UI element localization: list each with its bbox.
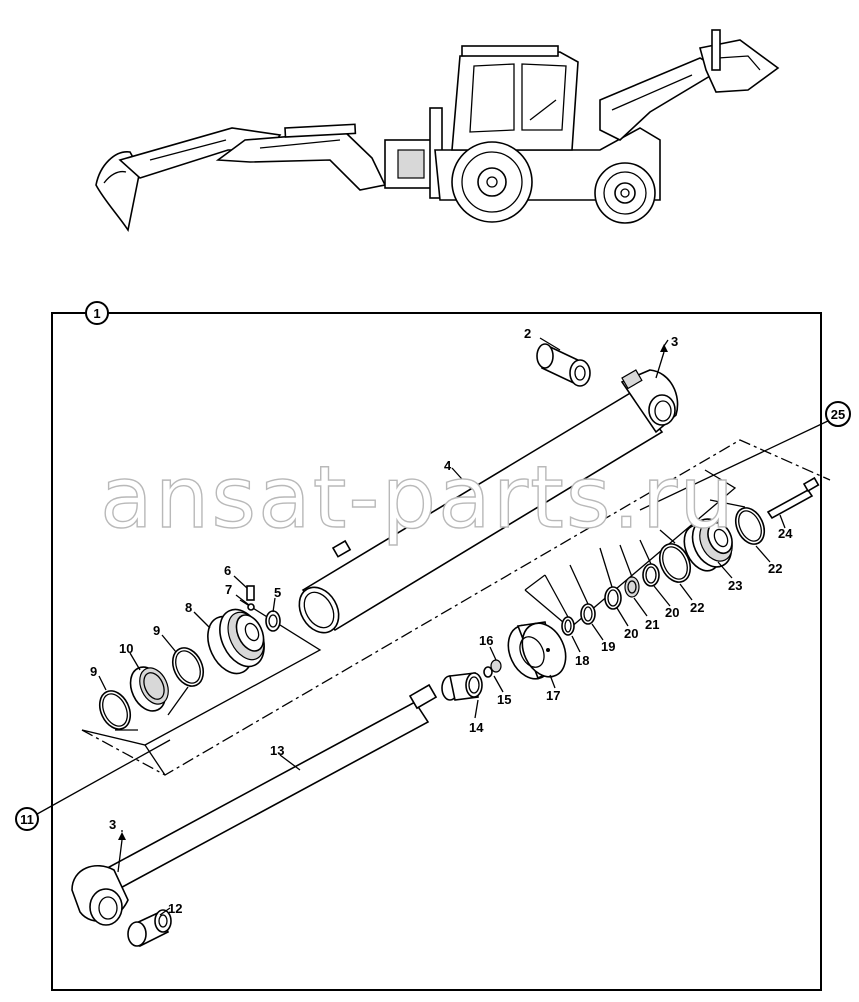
part-labels: 2 3 4 5 6 7 8 9 10 9 13 3 12 14 15 16 17… bbox=[90, 326, 793, 916]
piston-rod bbox=[71, 683, 438, 926]
part-ring-20-a bbox=[604, 586, 622, 610]
part-screw-6 bbox=[246, 585, 255, 601]
label-18: 18 bbox=[575, 653, 589, 668]
part-wear-ring-10 bbox=[129, 666, 169, 712]
leader-lines bbox=[98, 337, 786, 916]
backhoe-loader-illustration bbox=[95, 29, 780, 233]
label-9-b: 9 bbox=[90, 664, 97, 679]
part-o-ring-5 bbox=[265, 610, 281, 632]
label-8: 8 bbox=[185, 600, 192, 615]
part-gland-head-17 bbox=[507, 621, 567, 680]
label-14: 14 bbox=[469, 720, 484, 735]
part-seal-16 bbox=[490, 659, 502, 673]
callout-kit-b: 25 bbox=[825, 401, 851, 427]
part-spacer-14 bbox=[441, 672, 483, 701]
leader-kit-a bbox=[29, 739, 171, 819]
label-10: 10 bbox=[119, 641, 133, 656]
assembly-frame bbox=[51, 312, 822, 991]
label-15: 15 bbox=[497, 692, 511, 707]
part-ring-21 bbox=[624, 576, 640, 598]
callout-assembly-text: 1 bbox=[93, 306, 100, 321]
cylinder-barrel bbox=[298, 369, 679, 634]
callout-assembly: 1 bbox=[85, 301, 109, 325]
label-12: 12 bbox=[168, 901, 182, 916]
label-23: 23 bbox=[728, 578, 742, 593]
kit-bracket-right bbox=[524, 469, 737, 629]
callout-kit-a: 11 bbox=[15, 807, 39, 831]
label-22-a: 22 bbox=[690, 600, 704, 615]
part-ball-7 bbox=[247, 603, 255, 611]
label-19: 19 bbox=[601, 639, 615, 654]
label-7: 7 bbox=[225, 582, 232, 597]
label-20-b: 20 bbox=[665, 605, 679, 620]
label-2: 2 bbox=[524, 326, 531, 341]
part-ring-9-a bbox=[171, 647, 205, 687]
part-bushing-12 bbox=[127, 909, 172, 948]
label-5: 5 bbox=[274, 585, 281, 600]
label-6: 6 bbox=[224, 563, 231, 578]
leader-kit-b bbox=[639, 419, 831, 511]
label-22-b: 22 bbox=[768, 561, 782, 576]
label-9-a: 9 bbox=[153, 623, 160, 638]
part-piston-8 bbox=[207, 608, 265, 675]
kit-outline-dashed bbox=[81, 439, 831, 776]
part-ring-18 bbox=[561, 616, 575, 636]
label-20-a: 20 bbox=[624, 626, 638, 641]
watermark-text: ansat-parts.ru bbox=[100, 448, 736, 548]
part-ring-19 bbox=[580, 603, 596, 625]
callout-kit-a-text: 11 bbox=[20, 812, 34, 827]
label-17: 17 bbox=[546, 688, 560, 703]
label-13: 13 bbox=[270, 743, 284, 758]
grease-nipple-top bbox=[660, 344, 668, 352]
label-4: 4 bbox=[444, 458, 452, 473]
label-3-bottom: 3 bbox=[109, 817, 116, 832]
part-nut-15 bbox=[483, 666, 493, 678]
part-ring-22-a bbox=[658, 543, 692, 583]
label-21: 21 bbox=[645, 617, 659, 632]
callout-kit-b-text: 25 bbox=[831, 407, 845, 422]
part-ring-22-b bbox=[734, 507, 766, 545]
part-ring-20-b bbox=[642, 563, 660, 587]
label-24: 24 bbox=[778, 526, 793, 541]
label-16: 16 bbox=[479, 633, 493, 648]
label-3-top: 3 bbox=[671, 334, 678, 349]
part-gland-23 bbox=[683, 518, 733, 572]
part-bushing-top bbox=[536, 343, 591, 387]
part-ring-9-b bbox=[98, 690, 132, 730]
part-tool-24 bbox=[766, 476, 820, 520]
grease-nipple-bottom bbox=[118, 832, 126, 840]
